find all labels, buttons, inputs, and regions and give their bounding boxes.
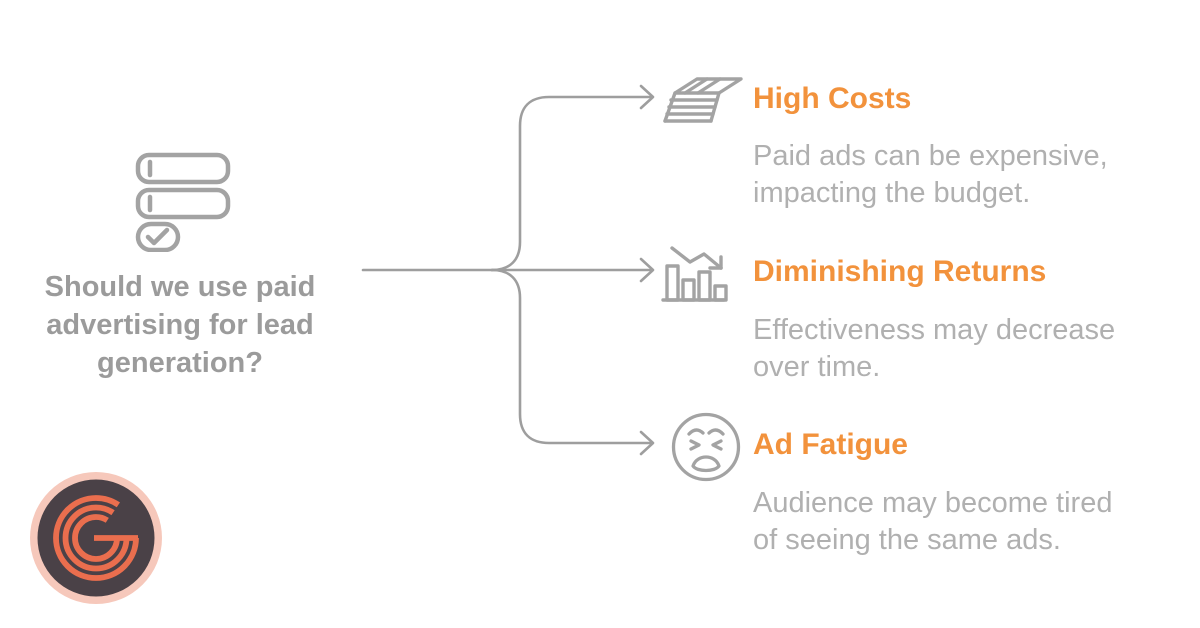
brand-logo-g-icon [28,470,164,611]
question-line: Should we use paid [44,271,316,303]
branch-title-diminishing-returns: Diminishing Returns [753,255,1047,288]
branch-description-diminishing-returns: Effectiveness may decrease over time. [753,312,1115,386]
description-line: Paid ads can be expensive, [753,140,1108,172]
description-line: of seeing the same ads. [753,524,1061,556]
description-line: over time. [753,351,881,383]
form-checklist-icon [135,152,231,252]
branch-title-high-costs: High Costs [753,82,912,115]
branch-connectors [360,80,670,465]
branch-title-ad-fatigue: Ad Fatigue [753,428,908,461]
description-line: Audience may become tired [753,487,1113,519]
money-stack-icon [661,72,745,130]
weary-face-icon [669,410,743,484]
description-line: impacting the budget. [753,177,1031,209]
branch-description-high-costs: Paid ads can be expensive, impacting the… [753,138,1108,212]
arrowhead-middle [639,257,655,283]
question-line: advertising for lead [46,309,314,341]
question-text: Should we use paid advertising for lead … [20,268,340,382]
branch-description-ad-fatigue: Audience may become tired of seeing the … [753,485,1112,559]
question-line: generation? [97,347,263,379]
description-line: Effectiveness may decrease [753,314,1116,346]
arrowhead-bottom [639,430,655,456]
arrowhead-top [639,84,655,110]
declining-bar-chart-icon [660,240,746,304]
